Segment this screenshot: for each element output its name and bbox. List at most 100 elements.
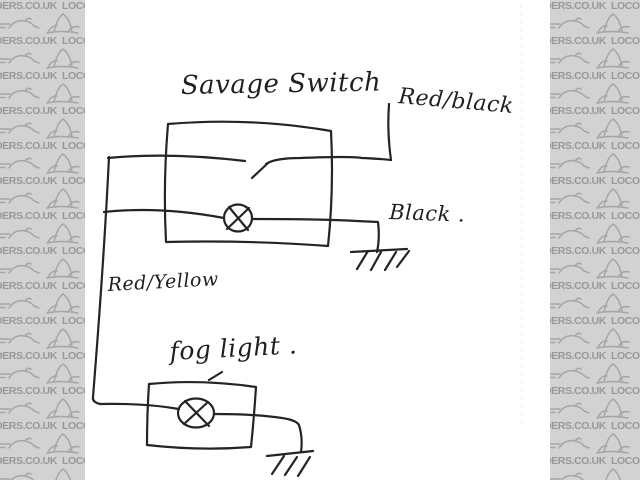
car-side-sketch-icon [550, 227, 590, 239]
watermark-text: DERS.CO.UK LOCOSTE [0, 70, 85, 82]
locost-kitcar-logo-icon [596, 48, 630, 69]
car-side-sketch-icon [550, 157, 590, 169]
switch-contact [106, 154, 393, 180]
fog-lamp-icon [176, 397, 216, 429]
ground-symbol-icon [265, 449, 315, 478]
car-side-sketch-icon [0, 262, 40, 274]
car-side-sketch-icon [0, 192, 40, 204]
watermark-tile: DERS.CO.UK LOCOSTE [0, 210, 85, 245]
wire-red-yellow [91, 155, 181, 411]
watermark-car-icons [0, 398, 80, 419]
car-side-sketch-icon [550, 402, 590, 414]
car-side-sketch-icon [0, 52, 40, 64]
car-side-sketch-icon [0, 227, 40, 239]
watermark-car-icons [0, 48, 80, 69]
watermark-text: DERS.CO.UK LOCOSTE [0, 420, 85, 432]
locost-kitcar-logo-icon [596, 153, 630, 174]
locost-kitcar-logo-icon [46, 363, 80, 384]
car-side-sketch-icon [550, 332, 590, 344]
watermark-car-icons [550, 48, 630, 69]
watermark-tile: DERS.CO.UK LOCOSTE [0, 0, 85, 35]
watermark-tile: DERS.CO.UK LOCOST [550, 35, 640, 70]
locost-kitcar-logo-icon [596, 223, 630, 244]
locost-kitcar-logo-icon [46, 153, 80, 174]
locost-kitcar-logo-icon [596, 398, 630, 419]
watermark-car-icons [550, 398, 630, 419]
watermark-tile: DERS.CO.UK LOCOSTE [0, 175, 85, 210]
locost-kitcar-logo-icon [46, 118, 80, 139]
watermark-tile: DERS.CO.UK LOCOSTE [0, 35, 85, 70]
watermark-tile: DERS.CO.UK LOCOST [550, 210, 640, 245]
locost-kitcar-logo-icon [46, 83, 80, 104]
watermark-car-icons [550, 223, 630, 244]
car-side-sketch-icon [0, 437, 40, 449]
car-side-sketch-icon [550, 297, 590, 309]
watermark-car-icons [0, 363, 80, 384]
watermark-text: DERS.CO.UK LOCOSTE [0, 350, 85, 362]
watermark-text: DERS.CO.UK LOCOST [550, 385, 640, 397]
watermark-tile: DERS.CO.UK LOCOST [550, 175, 640, 210]
watermark-car-icons [550, 153, 630, 174]
watermark-tile: DERS.CO.UK LOCOST [550, 105, 640, 140]
car-side-sketch-icon [550, 122, 590, 134]
fog-light-box [145, 380, 258, 450]
watermark-text: DERS.CO.UK LOCOST [550, 420, 640, 432]
watermark-tile: DERS.CO.UK LOCOSTE [0, 70, 85, 105]
watermark-car-icons [0, 83, 80, 104]
watermark-car-icons [550, 328, 630, 349]
car-side-sketch-icon [0, 122, 40, 134]
watermark-car-icons [0, 153, 80, 174]
label-savage-switch: Savage Switch [181, 68, 382, 101]
locost-kitcar-logo-icon [46, 293, 80, 314]
label-fog-light: fog light . [167, 330, 298, 366]
locost-kitcar-logo-icon [596, 293, 630, 314]
watermark-text: DERS.CO.UK LOCOSTE [0, 385, 85, 397]
watermark-tile: DERS.CO.UK LOCOST [550, 0, 640, 35]
ground-symbol-icon [349, 247, 411, 272]
switch-lamp-icon [222, 203, 254, 233]
watermark-text: DERS.CO.UK LOCOST [550, 175, 640, 187]
car-side-sketch-icon [0, 17, 40, 29]
locost-kitcar-logo-icon [46, 13, 80, 34]
locost-kitcar-logo-icon [46, 258, 80, 279]
car-side-sketch-icon [0, 402, 40, 414]
watermark-car-icons [550, 363, 630, 384]
watermark-car-icons [0, 258, 80, 279]
watermark-car-icons [0, 328, 80, 349]
wire-red-black [387, 102, 393, 162]
watermark-tile: DERS.CO.UK LOCOSTE [0, 350, 85, 385]
watermark-tile: DERS.CO.UK LOCOST [550, 245, 640, 280]
car-side-sketch-icon [0, 297, 40, 309]
wire-lamp-left [102, 208, 226, 220]
watermark-strip-left: DERS.CO.UK LOCOSTE DERS.CO.UK LOCOSTE [0, 0, 85, 480]
watermark-tile: DERS.CO.UK LOCOSTE [0, 315, 85, 350]
scanned-paper [85, 0, 550, 480]
car-side-sketch-icon [0, 87, 40, 99]
car-side-sketch-icon [550, 192, 590, 204]
watermark-car-icons [0, 223, 80, 244]
wire-black [250, 217, 380, 254]
locost-kitcar-logo-icon [596, 433, 630, 454]
watermark-tile: DERS.CO.UK LOCOST [550, 385, 640, 420]
watermark-tile: DERS.CO.UK LOCOST [550, 280, 640, 315]
watermark-tile: DERS.CO.UK LOCOSTE [0, 140, 85, 175]
watermark-car-icons [550, 293, 630, 314]
savage-switch-box [163, 120, 334, 248]
watermark-tile: DERS.CO.UK LOCOSTE [0, 420, 85, 455]
watermark-text: DERS.CO.UK LOCOSTE [0, 210, 85, 222]
car-side-sketch-icon [550, 437, 590, 449]
watermark-text: DERS.CO.UK LOCOSTE [0, 105, 85, 117]
watermark-tile: DERS.CO.UK LOCOSTE [0, 245, 85, 280]
label-red-black: Red/black [396, 84, 514, 119]
watermark-car-icons [550, 13, 630, 34]
watermark-text: DERS.CO.UK LOCOST [550, 455, 640, 467]
car-side-sketch-icon [0, 157, 40, 169]
watermark-text: DERS.CO.UK LOCOSTE [0, 140, 85, 152]
watermark-text: DERS.CO.UK LOCOST [550, 140, 640, 152]
watermark-text: DERS.CO.UK LOCOSTE [0, 0, 85, 12]
locost-kitcar-logo-icon [46, 328, 80, 349]
watermark-strip-right: DERS.CO.UK LOCOST DERS.CO.UK LOCOST [550, 0, 640, 480]
watermark-text: DERS.CO.UK LOCOST [550, 280, 640, 292]
car-side-sketch-icon [550, 17, 590, 29]
